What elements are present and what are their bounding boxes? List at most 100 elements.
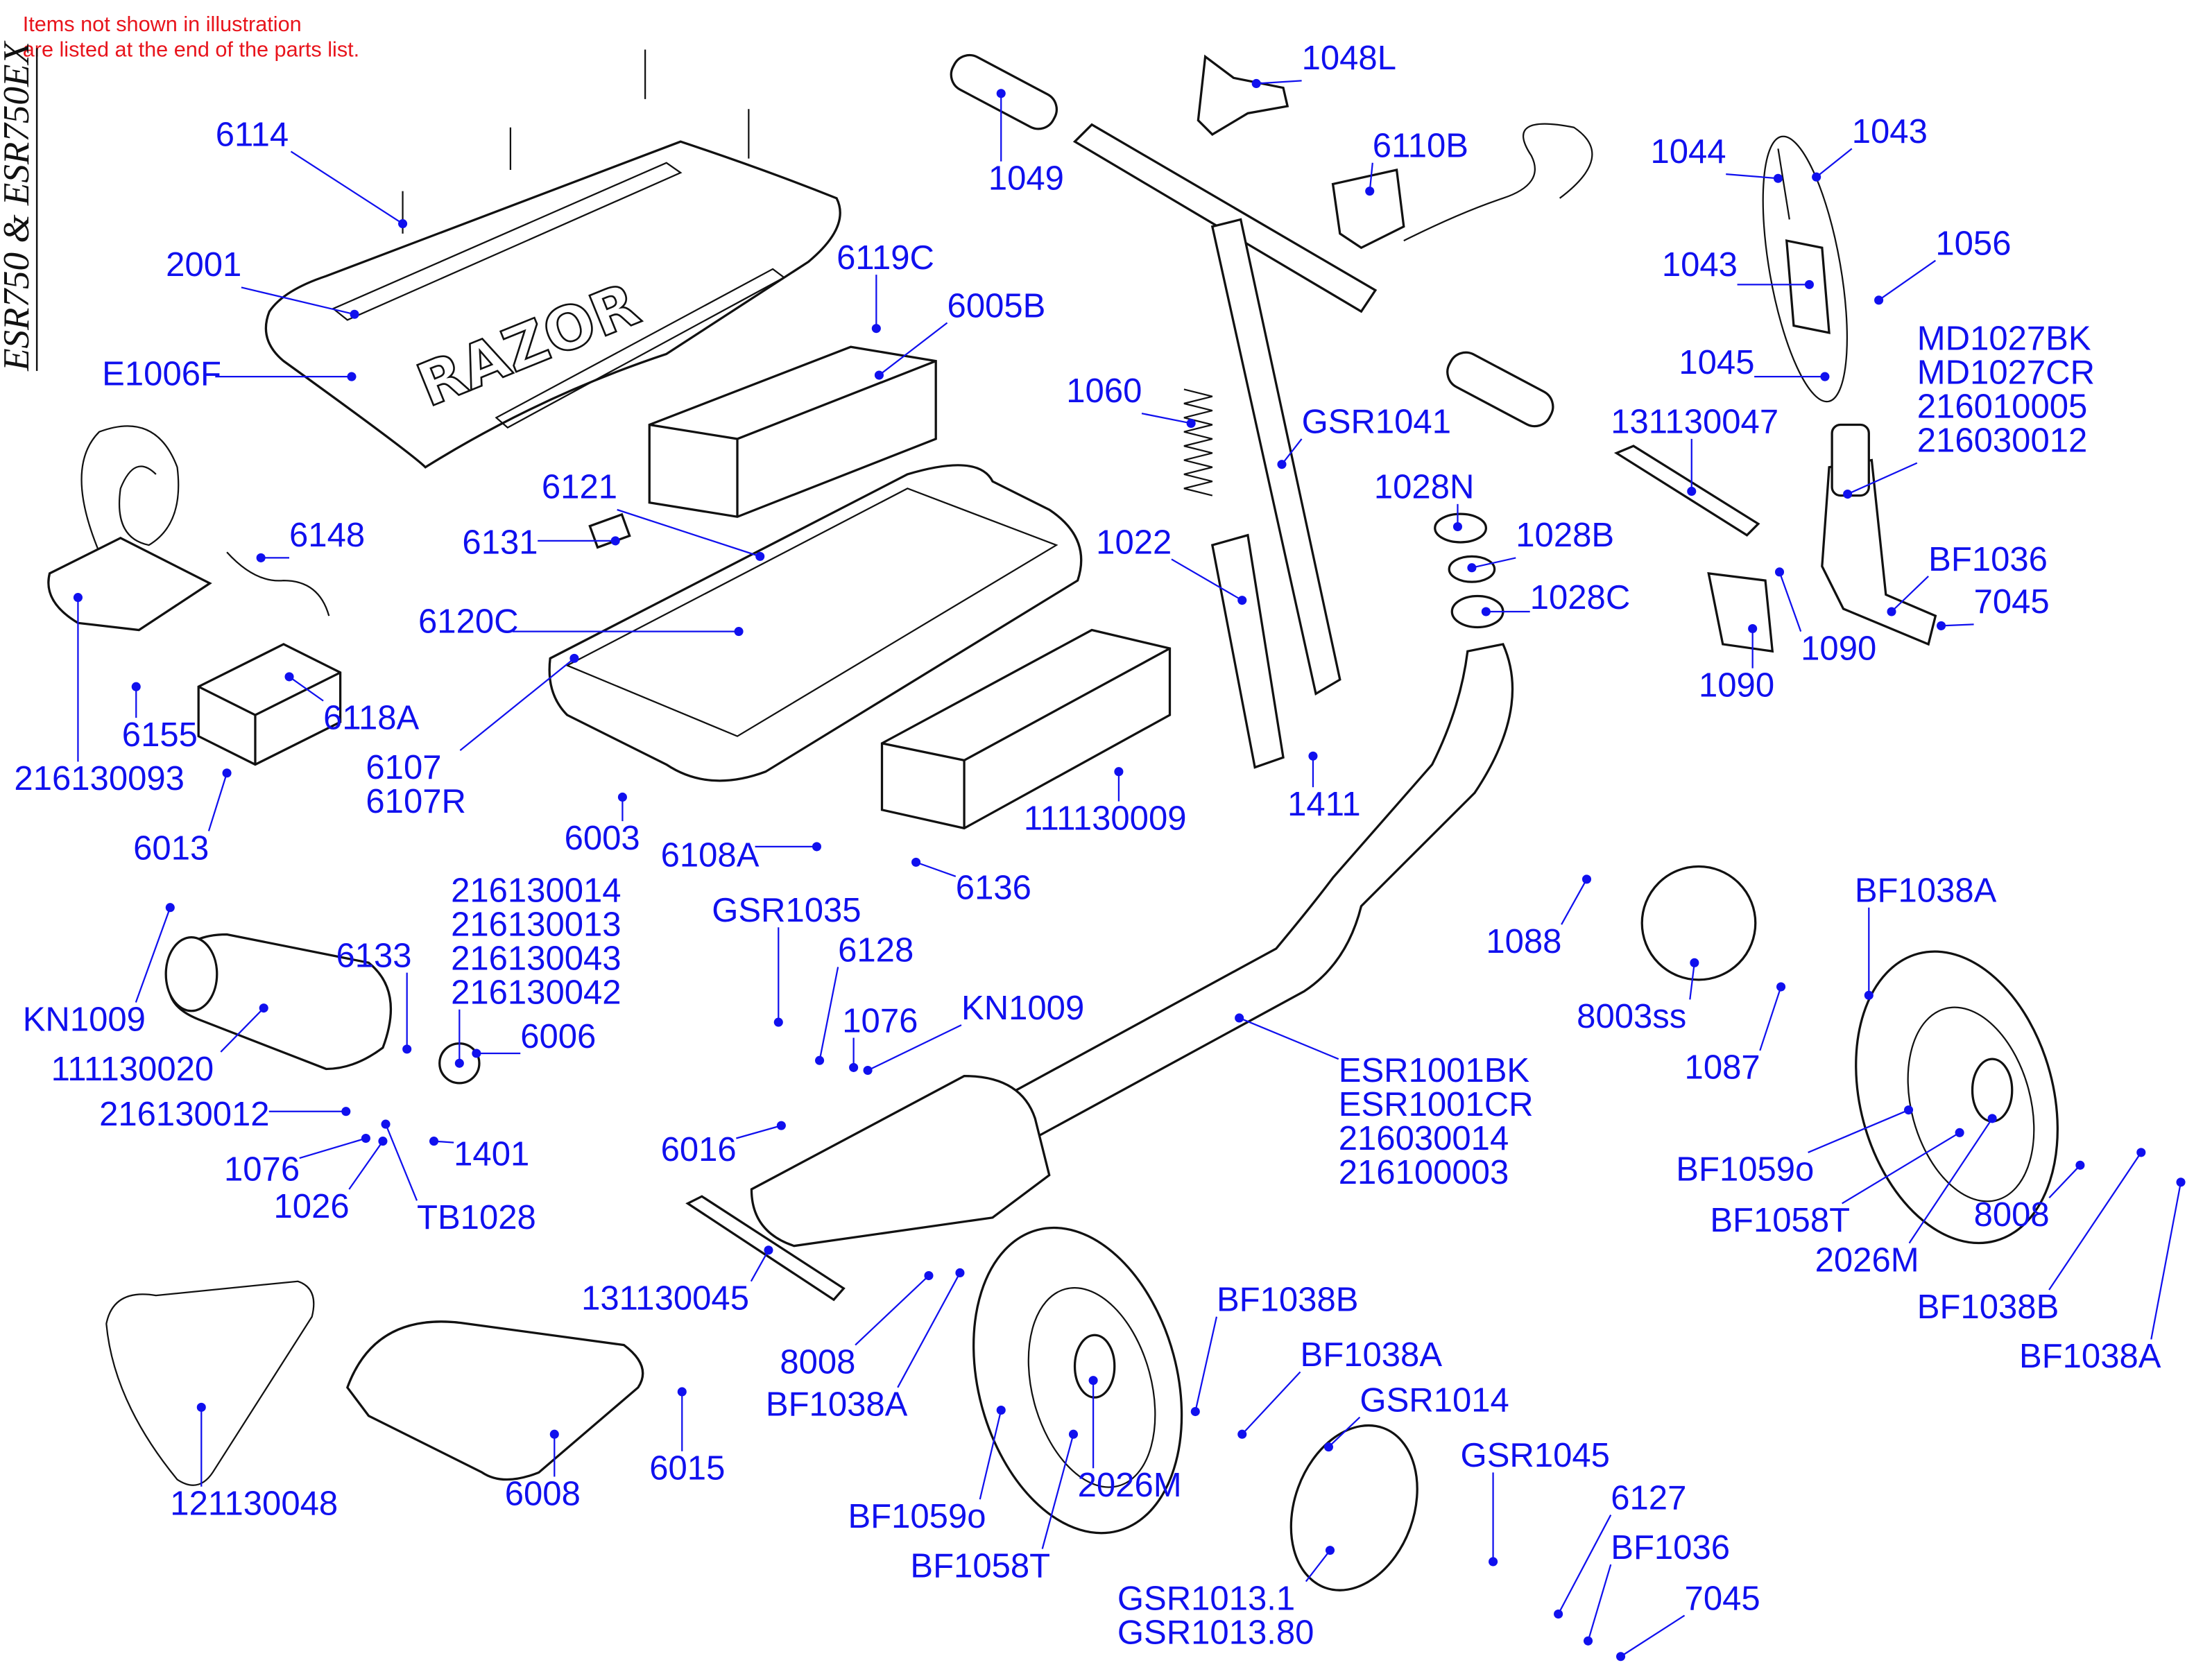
callout: 131130047 <box>1611 404 1778 496</box>
part-number-label: ESR1001CR <box>1339 1086 1534 1123</box>
leader-line <box>1815 148 1853 178</box>
leader-dot <box>1887 607 1896 616</box>
callout: E1006F <box>102 355 357 392</box>
part-number-label: 1022 <box>1096 524 1172 561</box>
leader-dot <box>1955 1128 1964 1137</box>
leader-dot <box>677 1387 687 1397</box>
part-number-label: 6016 <box>661 1131 737 1168</box>
part-number-label: 1090 <box>1699 667 1774 705</box>
part-number-label: 2026M <box>1078 1467 1182 1504</box>
callout: 1028B <box>1467 517 1614 573</box>
front-rim <box>1907 1006 2035 1202</box>
part-number-label: BF1059o <box>1676 1151 1814 1189</box>
leader-line <box>1471 557 1516 569</box>
leader-dot <box>1773 173 1783 183</box>
leader-line <box>979 1410 1002 1500</box>
leader-line <box>289 676 324 702</box>
leader-dot <box>1365 187 1375 196</box>
leader-dot <box>1903 1105 1914 1115</box>
callout: BF1038A <box>766 1268 965 1424</box>
part-number-label: GSR1014 <box>1360 1382 1509 1420</box>
leader-line <box>818 967 839 1061</box>
leader-line <box>459 657 575 751</box>
callout: 1048L <box>1251 40 1396 88</box>
leader-dot <box>1776 982 1786 992</box>
leader-dot <box>196 1402 206 1412</box>
brake-pad-unit <box>1707 571 1774 653</box>
leader-dot <box>1554 1609 1563 1619</box>
part-number-label: 6110B <box>1373 128 1468 165</box>
part-number-label: MD1027BK <box>1917 320 2091 357</box>
leader-dot <box>734 627 744 637</box>
part-number-label: 8003ss <box>1577 998 1686 1035</box>
part-number-label: 1411 <box>1287 786 1360 823</box>
leader-line <box>1194 1316 1218 1412</box>
leader-dot <box>472 1049 481 1058</box>
leader-dot <box>381 1119 391 1129</box>
part-number-label: 1026 <box>274 1188 350 1225</box>
part-number-label: 6108A <box>661 837 760 874</box>
leader-line <box>1041 1433 1074 1549</box>
wiring-harness-coil <box>80 425 180 553</box>
leader-dot <box>815 1055 825 1065</box>
note-line-2: are listed at the end of the parts list. <box>23 38 359 62</box>
callout: 1026 <box>274 1137 388 1225</box>
callout: 7045 <box>1937 583 2050 630</box>
part-number-label: 111130020 <box>51 1051 214 1088</box>
deck-grip-strip-2 <box>495 268 786 429</box>
callout: KN1009 <box>23 903 175 1038</box>
battery-tray <box>548 464 1083 782</box>
part-number-label: E1006F <box>102 355 221 392</box>
leader-dot <box>361 1133 370 1144</box>
callout: BF1038B <box>1190 1282 1358 1417</box>
callout: 1056 <box>1874 225 2011 305</box>
leader-dot <box>256 553 266 562</box>
callout: 6110B <box>1365 128 1468 196</box>
brake-bolt <box>1777 148 1790 220</box>
part-number-label: 6003 <box>565 820 640 857</box>
part-number-label: 1044 <box>1650 133 1726 171</box>
part-number-label: 1049 <box>988 160 1064 198</box>
part-number-label: 6128 <box>838 931 914 969</box>
lower-stem-tube <box>1210 533 1285 769</box>
rear-rim <box>1027 1286 1156 1488</box>
callout: 7045 <box>1616 1580 1760 1662</box>
part-number-label: 6127 <box>1611 1479 1686 1517</box>
part-number-label: 6131 <box>462 524 538 561</box>
callout: 6108A <box>661 837 822 874</box>
part-number-label: 216100003 <box>1339 1154 1509 1191</box>
part-number-label: 1090 <box>1801 630 1876 667</box>
callout: 6016 <box>661 1121 786 1168</box>
leader-dot <box>871 324 881 334</box>
part-number-label: 8008 <box>780 1343 855 1381</box>
callout: 6120C <box>418 603 744 641</box>
part-number-label: GSR1041 <box>1302 404 1451 441</box>
callout: 8003ss <box>1577 958 1699 1035</box>
grip-right <box>1446 351 1554 428</box>
battery-pack-lower <box>880 628 1172 830</box>
note-line-1: Items not shown in illustration <box>23 12 302 36</box>
leader-line <box>1241 1371 1301 1435</box>
leader-line <box>1778 571 1802 632</box>
leader-line <box>348 1140 384 1190</box>
motor-fan <box>164 935 218 1012</box>
brake-lever <box>1197 54 1289 137</box>
part-number-label: BF1036 <box>1928 541 2048 578</box>
part-number-label: 216010005 <box>1917 388 2087 425</box>
part-number-label: BF1038A <box>766 1386 908 1424</box>
leader-dot <box>378 1137 388 1146</box>
callout: BF1038A <box>2019 1177 2186 1375</box>
leader-dot <box>1812 172 1821 182</box>
callout: BF1038A <box>1855 872 1997 1000</box>
tray-label <box>588 512 631 549</box>
part-number-label: 6107 <box>366 749 441 786</box>
leader-line <box>2150 1182 2182 1340</box>
callout: 2026M <box>1815 1114 1997 1279</box>
part-number-label: 7045 <box>1974 583 2050 621</box>
part-number-label: 1028C <box>1530 579 1631 616</box>
leader-line <box>1587 1564 1612 1641</box>
